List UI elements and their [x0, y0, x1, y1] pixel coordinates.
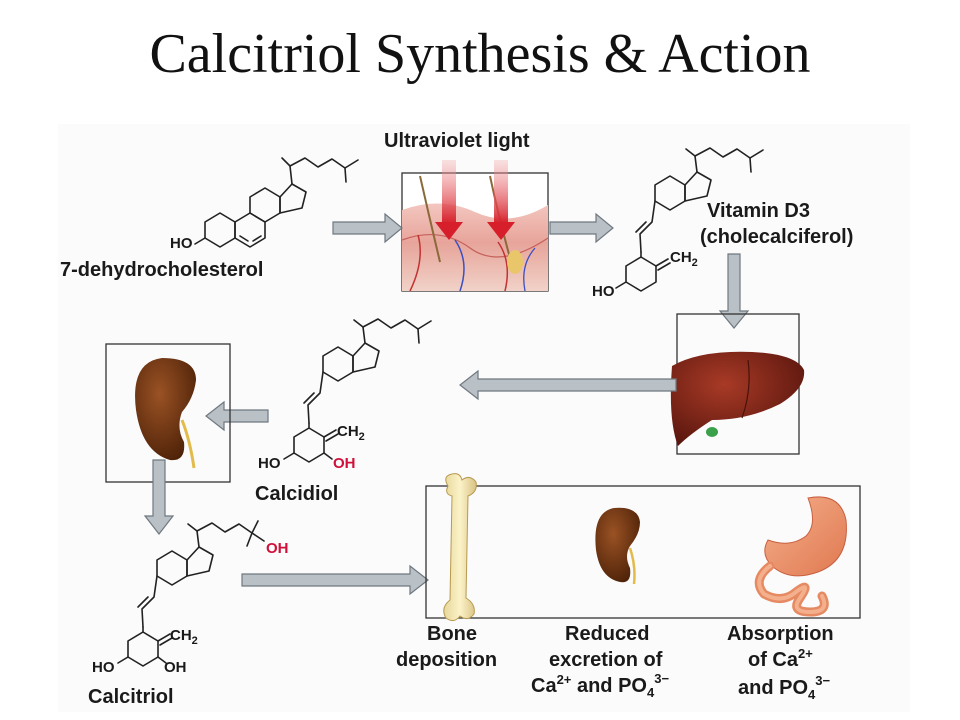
ring-d [186, 546, 214, 577]
methylene-label-calcitriol: CH2 [170, 627, 198, 647]
side-chain [694, 147, 764, 173]
label-absorption: Absorption [727, 623, 834, 645]
slide-title: Calcitriol Synthesis & Action [149, 23, 811, 85]
liver-box [670, 313, 805, 455]
skin-cross-section [401, 172, 549, 292]
molecule-calcitriol: OH HO OH CH2 [92, 520, 289, 676]
gallbladder [706, 427, 718, 437]
hydroxyl-label-calcitriol-3: HO [92, 659, 115, 676]
methylene-label-d3: CH2 [670, 249, 698, 269]
molecule-vitamin-d3: HO CH2 [592, 147, 764, 300]
ring-b [234, 212, 266, 248]
label-reduced: Reduced [565, 623, 649, 645]
liver-organ [670, 351, 805, 446]
arrow-calcidiol-to-kidney [205, 400, 269, 432]
label-calcidiol: Calcidiol [255, 483, 338, 505]
side-chain [289, 157, 359, 185]
molecule-7-dehydrocholesterol: HO [170, 157, 359, 252]
label-bone: Bone [427, 623, 477, 645]
arrow-vitamin-d3-to-liver [718, 253, 750, 329]
ring-d [279, 183, 307, 214]
label-cholecalciferol: (cholecalciferol) [700, 226, 853, 248]
arrow-skin-to-vitamin-d3 [549, 212, 614, 244]
hydroxyl-label-d3: HO [592, 283, 615, 300]
molecule-calcidiol: HO OH CH2 [258, 318, 432, 472]
ring-a [625, 256, 657, 292]
ring-a [127, 631, 159, 667]
label-excretion-of: excretion of [549, 649, 663, 671]
targets-box [425, 473, 861, 622]
kidney-organ [135, 358, 196, 461]
hydroxyl-label-calcitriol-1: OH [164, 659, 187, 676]
ring-d [684, 171, 712, 202]
label-ultraviolet-light: Ultraviolet light [384, 130, 530, 152]
ring-d [352, 342, 380, 373]
label-vitamin-d3: Vitamin D3 [707, 200, 810, 222]
arrow-7dhc-to-skin [332, 212, 403, 244]
ring-c [654, 175, 686, 211]
bone [443, 473, 477, 622]
ring-c [322, 346, 354, 382]
side-chain [362, 318, 432, 344]
label-and-po4-gut: and PO43− [738, 673, 830, 702]
arrow-calcitriol-to-targets [241, 564, 429, 596]
ring-a [204, 212, 236, 248]
side-chain [196, 522, 265, 548]
hydroxyl-label-calcitriol-25: OH [266, 540, 289, 557]
ring-c [156, 550, 188, 586]
label-ca-po4-kidney: Ca2+ and PO43− [531, 671, 669, 700]
kidney-target [595, 507, 640, 585]
uv-rays [435, 160, 515, 240]
stomach-and-intestine [754, 496, 847, 617]
arrow-kidney-to-calcitriol [143, 459, 175, 535]
label-calcitriol: Calcitriol [88, 686, 174, 708]
label-7-dehydrocholesterol: 7-dehydrocholesterol [60, 259, 263, 281]
hydroxyl-label-7dhc: HO [170, 235, 193, 252]
ring-a [293, 427, 325, 463]
label-of-ca: of Ca2+ [748, 646, 813, 671]
hydroxyl-label-calcidiol-1: HO [258, 455, 281, 472]
methylene-label-calcidiol: CH2 [337, 423, 365, 443]
hydroxyl-label-calcidiol-2: OH [333, 455, 356, 472]
label-deposition: deposition [396, 649, 497, 671]
ring-c [249, 187, 281, 223]
kidney-box [105, 343, 231, 483]
arrow-liver-to-calcidiol [459, 369, 677, 401]
